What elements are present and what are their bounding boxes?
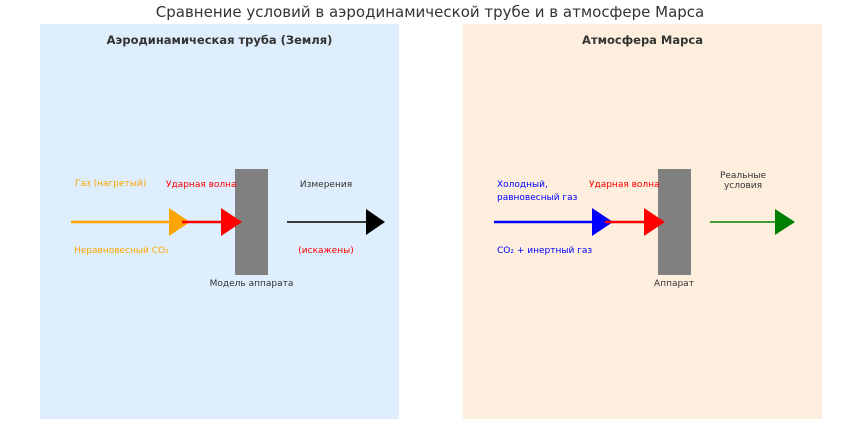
mars-title: Атмосфера Марса bbox=[582, 33, 703, 47]
tunnel-measure-sublabel: (искажены) bbox=[298, 246, 354, 256]
wind-tunnel-title: Аэродинамическая труба (Земля) bbox=[106, 33, 333, 47]
mars-real-label-line2: условия bbox=[723, 181, 763, 191]
mars-shock-label: Ударная волна bbox=[589, 180, 660, 190]
mars-gas-label-line2: равновесный газ bbox=[497, 193, 578, 203]
mars-gas-label-line1: Холодный, bbox=[497, 180, 548, 190]
tunnel-model-label: Модель аппарата bbox=[209, 279, 294, 289]
tunnel-gas-label: Газ (нагретый) bbox=[75, 179, 147, 189]
tunnel-gas-arrow bbox=[71, 208, 190, 236]
mars-gas-sublabel: CO₂ + инертный газ bbox=[497, 246, 593, 256]
mars-shock-arrow bbox=[605, 208, 665, 236]
mars-real-arrow bbox=[710, 209, 795, 235]
tunnel-shock-label: Ударная волна bbox=[166, 180, 237, 190]
tunnel-measure-label: Измерения bbox=[299, 180, 353, 190]
mars-vehicle-label: Аппарат bbox=[654, 279, 694, 289]
mars-real-label-line1: Реальные bbox=[719, 171, 767, 181]
mars-gas-arrow bbox=[494, 208, 613, 236]
figure-title: Сравнение условий в аэродинамической тру… bbox=[155, 3, 705, 21]
tunnel-shock-arrow bbox=[182, 208, 242, 236]
tunnel-gas-sublabel: Неравновесный CO₂ bbox=[74, 246, 169, 256]
tunnel-measure-arrow bbox=[287, 209, 385, 235]
